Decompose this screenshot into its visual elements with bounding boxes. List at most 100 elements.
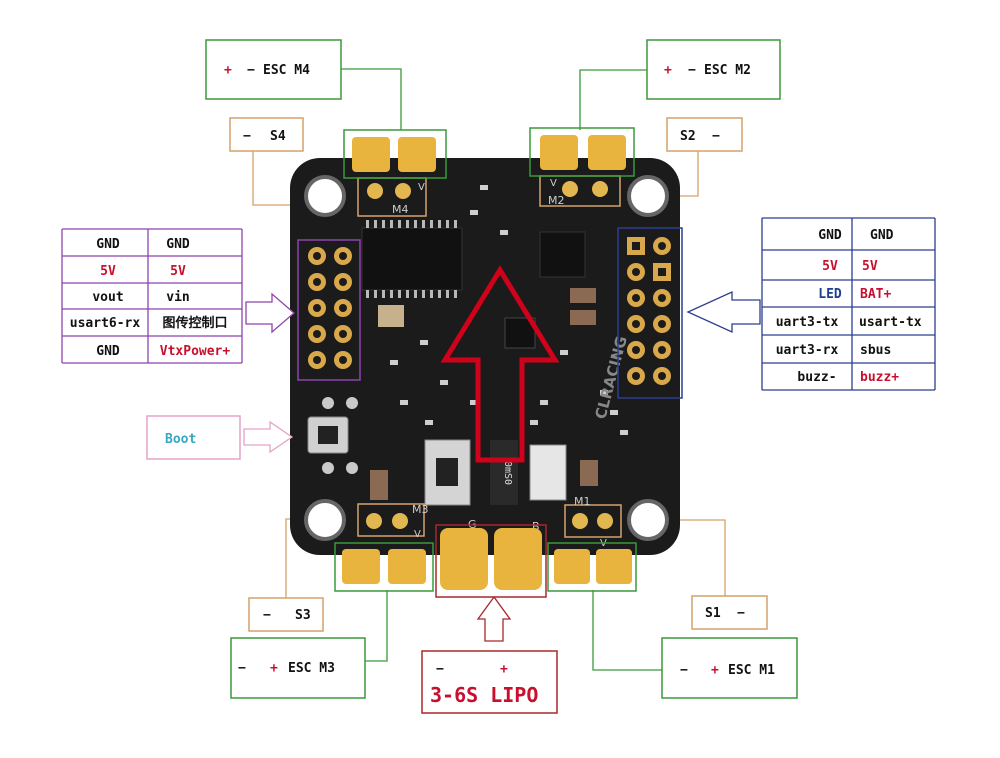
reg-left-inner xyxy=(436,458,458,486)
right-row3-b: usart-tx xyxy=(859,315,922,330)
boot-button-cap xyxy=(318,426,338,444)
esc-m3-label: ESC M3 xyxy=(288,661,335,676)
mount-hole-tr xyxy=(627,175,669,217)
right-row2-a: LED xyxy=(818,287,842,302)
line-esc-m3 xyxy=(365,590,388,662)
pad-m4-a xyxy=(367,183,383,199)
pad-m1-a xyxy=(572,513,588,529)
pad-m1-label: M1 xyxy=(574,495,591,508)
esc-m3-plus: + xyxy=(270,661,278,676)
esc-pad-m2-2 xyxy=(588,135,626,170)
esc-m3-minus: − xyxy=(238,661,246,676)
right-table-arrow xyxy=(686,290,761,334)
direction-arrow xyxy=(440,265,560,463)
pad-vm2-label: V xyxy=(550,178,557,189)
right-row0-b: GND xyxy=(870,228,894,243)
pad-m2-label: M2 xyxy=(548,194,565,207)
s1-box: S1 − xyxy=(691,595,768,630)
esc-pad-box-m4 xyxy=(343,129,447,179)
esc-m2-box: + − ESC M2 xyxy=(646,39,781,100)
chip-right xyxy=(539,231,586,278)
right-row3-a: uart3-tx xyxy=(776,315,839,330)
esc-m4-label: ESC M4 xyxy=(263,63,310,78)
mount-hole-br xyxy=(627,499,669,541)
boot-arrow xyxy=(243,420,294,454)
line-esc-m2 xyxy=(579,69,647,130)
s1-label: S1 xyxy=(705,606,721,621)
esc-pad-m3-2 xyxy=(388,549,426,584)
pad-m3-a xyxy=(366,513,382,529)
battery-pad-pos xyxy=(494,528,542,590)
boot-pad-3 xyxy=(322,462,334,474)
esc-pad-m4-2 xyxy=(398,137,436,172)
flight-controller-board: 0mS0 CLRACING xyxy=(290,158,683,555)
esc-pad-m4-1 xyxy=(352,137,390,172)
left-row3-b: 图传控制口 xyxy=(162,315,227,331)
boot-label: Boot xyxy=(165,432,196,447)
s4-box: − S4 xyxy=(229,117,304,152)
cap-4 xyxy=(580,460,598,486)
s1-minus: − xyxy=(737,606,745,621)
right-row4-b: sbus xyxy=(860,343,891,358)
s3-minus: − xyxy=(263,608,271,623)
s4-label: S4 xyxy=(270,129,286,144)
esc-pad-box-m3 xyxy=(334,542,434,592)
left-row2-b: vin xyxy=(166,290,189,305)
left-row4-a: GND xyxy=(96,344,120,359)
left-row3-a: usart6-rx xyxy=(70,316,141,331)
battery-pad-box xyxy=(435,524,547,598)
pad-vm3-label: V xyxy=(414,529,421,540)
esc-m4-minus: − xyxy=(247,63,255,78)
boot-pad-2 xyxy=(346,397,358,409)
pad-m4-b xyxy=(395,183,411,199)
crystal xyxy=(378,305,404,327)
esc-pad-m3-1 xyxy=(342,549,380,584)
pad-group-m1 xyxy=(564,504,622,538)
left-row1-b: 5V xyxy=(170,264,186,279)
pad-m4-label: M4 xyxy=(392,203,409,216)
s3-box: − S3 xyxy=(248,597,324,632)
left-table-arrow xyxy=(245,292,295,334)
left-row1-a: 5V xyxy=(100,264,116,279)
pad-m1-b xyxy=(597,513,613,529)
cap-1 xyxy=(570,288,596,303)
left-header-outline xyxy=(297,239,361,381)
chip-main-left xyxy=(361,227,463,291)
smd-components xyxy=(390,185,628,435)
right-row4-a: uart3-rx xyxy=(776,343,839,358)
boot-pad-1 xyxy=(322,397,334,409)
esc-m1-label: ESC M1 xyxy=(728,663,775,678)
pad-vm4-label: V xyxy=(418,182,425,193)
pad-m2-b xyxy=(592,181,608,197)
pad-group-m3 xyxy=(357,503,425,537)
battery-plus: + xyxy=(500,662,508,677)
esc-pads xyxy=(334,127,637,598)
right-row2-b: BAT+ xyxy=(860,287,891,302)
s4-minus: − xyxy=(243,129,251,144)
right-row1-b: 5V xyxy=(862,259,878,274)
esc-m1-box: − + ESC M1 xyxy=(661,637,798,699)
esc-m4-plus: + xyxy=(224,63,232,78)
left-row0-a: GND xyxy=(96,237,120,252)
chip-pins xyxy=(366,220,457,298)
pad-m3-label: M3 xyxy=(412,503,429,516)
right-row5-a: buzz- xyxy=(797,370,836,385)
esc-pad-m2-1 xyxy=(540,135,578,170)
s2-label: S2 xyxy=(680,129,696,144)
esc-m3-box: − + ESC M3 xyxy=(230,637,366,699)
battery-box: − + 3-6S LIPO xyxy=(421,650,558,714)
left-pinout-table: GND GND 5V 5V vout vin usart6-rx 图传控制口 G… xyxy=(61,228,243,364)
pad-m3-b xyxy=(392,513,408,529)
esc-pad-m1-2 xyxy=(596,549,632,584)
line-esc-m4 xyxy=(341,68,402,130)
s3-label: S3 xyxy=(295,608,311,623)
right-header-pins xyxy=(627,237,671,385)
right-header-outline xyxy=(617,227,683,399)
esc-pad-box-m2 xyxy=(529,127,635,177)
right-row0-a: GND xyxy=(818,228,842,243)
esc-m2-minus: − xyxy=(688,63,696,78)
pad-b-label: B xyxy=(532,520,540,533)
esc-m2-plus: + xyxy=(664,63,672,78)
esc-pad-m1-1 xyxy=(554,549,590,584)
